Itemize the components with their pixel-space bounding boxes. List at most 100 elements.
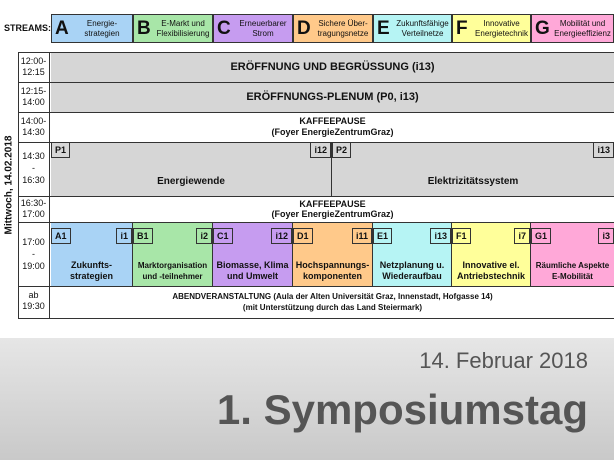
room-tag: i2 [196,228,212,244]
session-tag: E1 [373,228,393,244]
time-label: 12:00- 12:15 [20,56,47,77]
footer-title: 1. Symposiumstag [216,386,588,433]
stream-letter: E [377,18,390,39]
break-title: KAFFEEPAUSE [299,116,366,126]
session-tag: C1 [213,228,233,244]
session-title: Elektrizitätssystem [427,176,519,187]
stream-f: F Innovative Energietechnik [452,14,531,43]
stream-d: D Sichere Über-tragungsnetze [293,14,373,43]
session-title: Innovative el. Antriebstechnik [456,260,525,281]
plenary-p1: P1 i12 Energiewende [51,142,332,196]
evening-title: ABENDVERANSTALTUNG (Aula der Alten Unive… [172,292,493,301]
schedule-grid: Mittwoch, 14.02.2018 12:00- 12:15 12:15-… [0,52,614,320]
session-title: Räumliche Aspekte E-Mobilität [535,261,610,281]
time-label: 12:15- 14:00 [20,86,47,107]
session-title: Biomasse, Klima und Umwelt [216,260,289,281]
room-tag: i13 [593,142,614,158]
session-f1: F1 i7 Innovative el. Antriebstechnik [452,222,531,286]
grid-line [18,222,614,223]
evening-subtitle: (mit Unterstützung durch das Land Steier… [242,303,423,312]
streams-legend: STREAMS: A Energie-strategien B E-Markt … [0,14,614,45]
time-label: 17:00 - 19:00 [22,237,45,271]
stream-label: Innovative Energietechnik [475,19,528,38]
grid-line [18,142,614,143]
stream-label: Energie-strategien [84,19,120,38]
stream-letter: B [137,18,151,39]
stream-label: Mobilität und Energieeffizienz [554,19,611,38]
time-label: 14:30 - 16:30 [22,151,45,185]
room-tag: i11 [351,228,372,244]
grid-line [18,318,614,319]
time-slot: 14:00- 14:30 [18,112,50,142]
session-tag: A1 [51,228,71,244]
session-tag: F1 [452,228,471,244]
footer-date: 14. Februar 2018 [419,348,588,373]
room-tag: i13 [430,228,451,244]
opening-session: ERÖFFNUNG UND BEGRÜSSUNG (i13) [51,52,614,82]
stream-letter: D [297,18,311,39]
time-slot: 14:30 - 16:30 [18,142,50,196]
grid-line [18,82,614,83]
stream-label: Sichere Über-tragungsnetze [317,19,369,38]
break-location: (Foyer EnergieZentrumGraz) [271,209,394,219]
streams-label: STREAMS: [4,23,51,33]
session-c1: C1 i12 Biomasse, Klima und Umwelt [213,222,293,286]
stream-label: Zukunftsfähige Verteilnetze [396,19,449,38]
session-tag: B1 [133,228,153,244]
break-title: KAFFEEPAUSE [299,199,366,209]
session-g1: G1 i3 Räumliche Aspekte E-Mobilität [531,222,614,286]
room-tag: i12 [310,142,331,158]
stream-b: B E-Markt und Flexibilisierung [133,14,213,43]
session-tag: G1 [531,228,552,244]
stream-letter: F [456,18,468,39]
coffee-break-1: KAFFEEPAUSE (Foyer EnergieZentrumGraz) [51,112,614,142]
room-tag: i12 [271,228,292,244]
session-tag: P2 [332,142,352,158]
time-slot: 16:30- 17:00 [18,196,50,222]
plenary-p2: P2 i13 Elektrizitätssystem [332,142,614,196]
date-label-cell: Mittwoch, 14.02.2018 [0,52,19,318]
session-b1: B1 i2 Marktorganisation und -teilnehmer [133,222,213,286]
session-title: Marktorganisation und -teilnehmer [137,261,208,281]
coffee-break-2: KAFFEEPAUSE (Foyer EnergieZentrumGraz) [51,196,614,222]
stream-c: C Erneuerbarer Strom [213,14,293,43]
session-d1: D1 i11 Hochspannungs- komponenten [293,222,373,286]
slide-footer: 14. Februar 2018 1. Symposiumstag [0,338,614,460]
date-label: Mittwoch, 14.02.2018 [3,135,15,235]
session-title: Zukunfts- strategien [69,260,113,281]
stream-e: E Zukunftsfähige Verteilnetze [373,14,452,43]
stream-letter: A [55,18,69,39]
session-title: Hochspannungs- komponenten [295,260,370,281]
session-title: Energiewende [157,176,225,187]
opening-title: ERÖFFNUNG UND BEGRÜSSUNG (i13) [230,61,435,73]
evening-event: ABENDVERANSTALTUNG (Aula der Alten Unive… [51,286,614,318]
time-label: 16:30- 17:00 [20,198,47,219]
time-label: 14:00- 14:30 [20,116,47,137]
time-slot: 17:00 - 19:00 [18,222,50,286]
time-slot: 12:15- 14:00 [18,82,50,112]
session-tag: D1 [293,228,313,244]
room-tag: i3 [598,228,614,244]
grid-line [18,286,614,287]
grid-line [18,52,614,53]
session-a1: A1 i1 Zukunfts- strategien [51,222,133,286]
room-tag: i7 [514,228,530,244]
stream-label: E-Markt und Flexibilisierung [156,19,210,38]
break-location: (Foyer EnergieZentrumGraz) [271,127,394,137]
grid-line [18,196,614,197]
session-title: Netzplanung u. Wiederaufbau [379,260,445,281]
plenum-title: ERÖFFNUNGS-PLENUM (P0, i13) [246,91,419,103]
stream-label: Erneuerbarer Strom [239,19,287,38]
grid-line [18,112,614,113]
session-e1: E1 i13 Netzplanung u. Wiederaufbau [373,222,452,286]
time-slot: ab 19:30 [18,286,50,318]
time-slot: 12:00- 12:15 [18,52,50,82]
session-tag: P1 [51,142,71,158]
time-label: ab 19:30 [22,290,45,311]
stream-g: G Mobilität und Energieeffizienz [531,14,614,43]
plenum-session: ERÖFFNUNGS-PLENUM (P0, i13) [51,82,614,112]
stream-letter: G [535,18,550,39]
stream-letter: C [217,18,231,39]
room-tag: i1 [116,228,132,244]
stream-a: A Energie-strategien [51,14,133,43]
